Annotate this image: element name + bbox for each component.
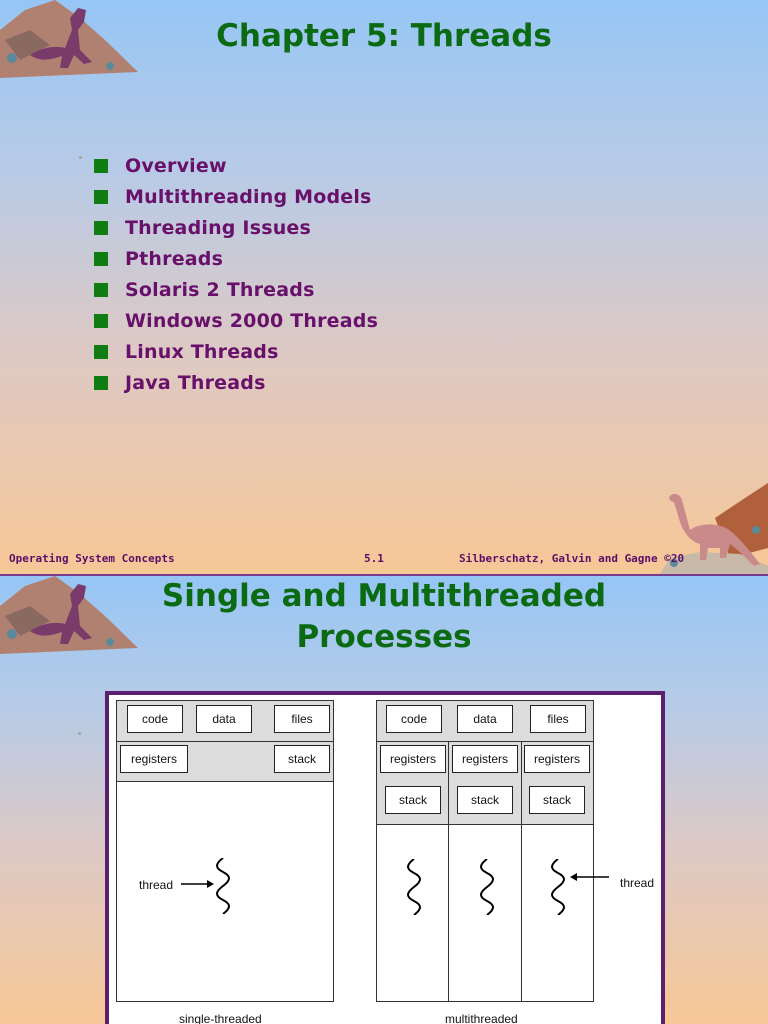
divider — [448, 741, 449, 1002]
bullet-square-icon — [94, 158, 108, 173]
squiggle-thread-icon — [551, 859, 565, 915]
registers-box: registers — [380, 745, 446, 773]
bullet-text: Threading Issues — [125, 216, 312, 239]
dinosaur-rock-icon — [0, 0, 138, 78]
squiggle-thread-icon — [407, 859, 421, 915]
divider — [116, 741, 334, 742]
bullet-text: Java Threads — [125, 371, 266, 394]
list-item: Threading Issues — [94, 212, 378, 243]
thread-diagram: code data files registers stack thread s… — [105, 691, 665, 1024]
arrow-icon — [570, 873, 609, 881]
slide-title: Chapter 5: Threads — [216, 18, 552, 54]
dinosaur-rock-icon — [0, 576, 138, 654]
slide-single-multithreaded: Single and Multithreaded Processes code … — [0, 576, 768, 1024]
bullet-list: Overview Multithreading Models Threading… — [94, 150, 378, 398]
data-box: data — [457, 705, 513, 733]
code-box: code — [127, 705, 183, 733]
dinosaur-icon — [660, 483, 768, 574]
bullet-square-icon — [94, 189, 108, 204]
squiggle-thread-icon — [480, 859, 494, 915]
decor-dot — [78, 732, 81, 735]
bullet-square-icon — [94, 344, 108, 359]
stack-box: stack — [529, 786, 585, 814]
list-item: Linux Threads — [94, 336, 378, 367]
footer-page-number: 5.1 — [364, 552, 384, 565]
bullet-square-icon — [94, 251, 108, 266]
bullet-text: Linux Threads — [125, 340, 279, 363]
thread-label: thread — [620, 876, 655, 890]
squiggle-thread-icon — [216, 858, 230, 914]
slide-chapter-5: Chapter 5: Threads Overview Multithreadi… — [0, 0, 768, 576]
list-item: Solaris 2 Threads — [94, 274, 378, 305]
registers-box: registers — [120, 745, 188, 773]
divider — [521, 741, 522, 1002]
bullet-text: Multithreading Models — [125, 185, 372, 208]
multi-thread-region — [376, 824, 594, 1002]
decor-dot — [79, 156, 82, 159]
footer-left: Operating System Concepts — [9, 552, 175, 565]
bullet-square-icon — [94, 375, 108, 390]
single-thread-region — [116, 781, 334, 1002]
list-item: Pthreads — [94, 243, 378, 274]
title-line-1: Single and Multithreaded — [161, 578, 607, 614]
list-item: Java Threads — [94, 367, 378, 398]
registers-box: registers — [452, 745, 518, 773]
bullet-text: Overview — [125, 154, 227, 177]
data-box: data — [196, 705, 252, 733]
bullet-square-icon — [94, 282, 108, 297]
title-line-2: Processes — [296, 619, 472, 655]
list-item: Multithreading Models — [94, 181, 378, 212]
bullet-square-icon — [94, 313, 108, 328]
list-item: Overview — [94, 150, 378, 181]
stack-box: stack — [457, 786, 513, 814]
files-box: files — [274, 705, 330, 733]
list-item: Windows 2000 Threads — [94, 305, 378, 336]
bullet-text: Pthreads — [125, 247, 224, 270]
multithreaded-caption: multithreaded — [445, 1012, 518, 1024]
arrow-icon — [181, 880, 214, 888]
code-box: code — [386, 705, 442, 733]
divider — [376, 741, 594, 742]
bullet-text: Windows 2000 Threads — [125, 309, 379, 332]
registers-box: registers — [524, 745, 590, 773]
thread-label: thread — [139, 878, 174, 892]
stack-box: stack — [274, 745, 330, 773]
stack-box: stack — [385, 786, 441, 814]
footer-right: Silberschatz, Galvin and Gagne ©20 — [459, 552, 685, 565]
bullet-text: Solaris 2 Threads — [125, 278, 315, 301]
files-box: files — [530, 705, 586, 733]
slide-title: Single and Multithreaded Processes — [0, 576, 768, 658]
bullet-square-icon — [94, 220, 108, 235]
single-threaded-caption: single-threaded — [179, 1012, 262, 1024]
